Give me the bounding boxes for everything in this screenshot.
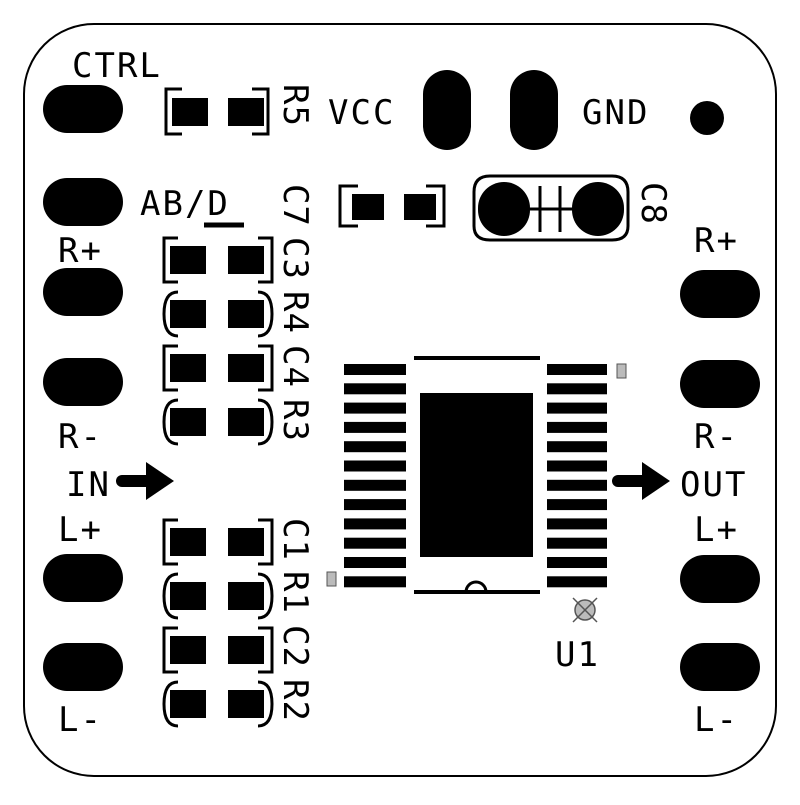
refdes-r1: R1	[275, 571, 315, 614]
label-r-plus-right: R+	[694, 221, 739, 261]
ic-pin-left	[344, 441, 406, 453]
label-vcc: VCC	[328, 93, 395, 133]
refdes-c8: C8	[633, 182, 673, 225]
fiducial-left	[326, 571, 337, 587]
ic-pin-right	[547, 499, 607, 511]
ic-pin-right	[547, 479, 607, 491]
label-l-minus-right: L-	[694, 700, 739, 740]
passive-stack-lower	[162, 518, 274, 728]
refdes-c1: C1	[275, 518, 315, 561]
ic-pin-right	[547, 537, 607, 549]
capacitor-c8	[472, 174, 630, 242]
left-pads	[43, 85, 123, 691]
ic-pin-left	[344, 479, 406, 491]
pad-l-minus-in[interactable]	[43, 643, 123, 691]
label-ctrl: CTRL	[72, 46, 162, 86]
capacitor-small-top	[338, 184, 446, 228]
refdes-c7: C7	[275, 184, 315, 227]
refdes-c4: C4	[275, 345, 315, 388]
ic-pin-left	[344, 364, 406, 375]
ic-pin-left	[344, 557, 406, 568]
refdes-r2: R2	[275, 679, 315, 722]
refdes-r4: R4	[275, 291, 315, 334]
ic-pin-left	[344, 421, 406, 433]
ic-pin-left	[344, 460, 406, 472]
ic-pin-right	[547, 421, 607, 433]
label-l-plus-left: L+	[58, 510, 103, 550]
label-l-minus-left: L-	[58, 700, 103, 740]
ic-pin-right	[547, 518, 607, 530]
ic-pin-left	[344, 518, 406, 530]
label-r-minus-right: R-	[694, 417, 739, 457]
ic-pin-right	[547, 576, 607, 588]
label-u1: U1	[555, 635, 600, 675]
pad-r-plus-out[interactable]	[680, 270, 760, 318]
pad-l-plus-out[interactable]	[680, 555, 760, 603]
pad-vcc[interactable]	[423, 70, 471, 150]
ic-pins-left	[344, 364, 406, 588]
ic-thermal-pad	[420, 393, 533, 557]
pad-r-minus-out[interactable]	[680, 360, 760, 408]
refdes-r5: R5	[275, 84, 315, 127]
refdes-r3: R3	[275, 399, 315, 442]
pad-gnd[interactable]	[510, 70, 558, 150]
ic-pin-left	[344, 383, 406, 395]
pad-r-plus-in[interactable]	[43, 268, 123, 316]
label-abd: AB/D	[140, 184, 230, 224]
ic-pin-right	[547, 383, 607, 395]
label-l-plus-right: L+	[694, 510, 739, 550]
in-arrow-icon	[116, 462, 174, 500]
label-r-minus-left: R-	[58, 417, 103, 457]
ic-pin-left	[344, 537, 406, 549]
pad-abd[interactable]	[43, 178, 123, 226]
passive-stack-upper	[162, 236, 274, 446]
right-pads	[680, 270, 760, 691]
pad-l-minus-out[interactable]	[680, 643, 760, 691]
ic-pins-right	[547, 364, 607, 588]
board-outline	[23, 23, 777, 777]
ic-pin-left	[344, 402, 406, 414]
label-out: OUT	[680, 465, 747, 505]
resistor-r5	[164, 87, 270, 136]
refdes-c3: C3	[275, 237, 315, 280]
mounting-hole	[690, 101, 724, 135]
pad-r-minus-in[interactable]	[43, 358, 123, 406]
pad-l-plus-in[interactable]	[43, 554, 123, 602]
ic-pin-right	[547, 460, 607, 472]
ic-pin-right	[547, 441, 607, 453]
ic-u1	[326, 356, 627, 623]
ic-pin-left	[344, 576, 406, 588]
label-r-plus-left: R+	[58, 231, 103, 271]
pad-ctrl[interactable]	[43, 85, 123, 133]
fiducial-right	[616, 363, 627, 379]
ic-pin-right	[547, 402, 607, 414]
out-arrow-icon	[612, 462, 670, 500]
refdes-c2: C2	[275, 625, 315, 668]
label-in: IN	[66, 465, 111, 505]
pin1-marker	[572, 597, 598, 623]
ic-pin-right	[547, 557, 607, 568]
ic-pin-left	[344, 499, 406, 511]
ic-pin-right	[547, 364, 607, 375]
label-gnd: GND	[582, 93, 649, 133]
